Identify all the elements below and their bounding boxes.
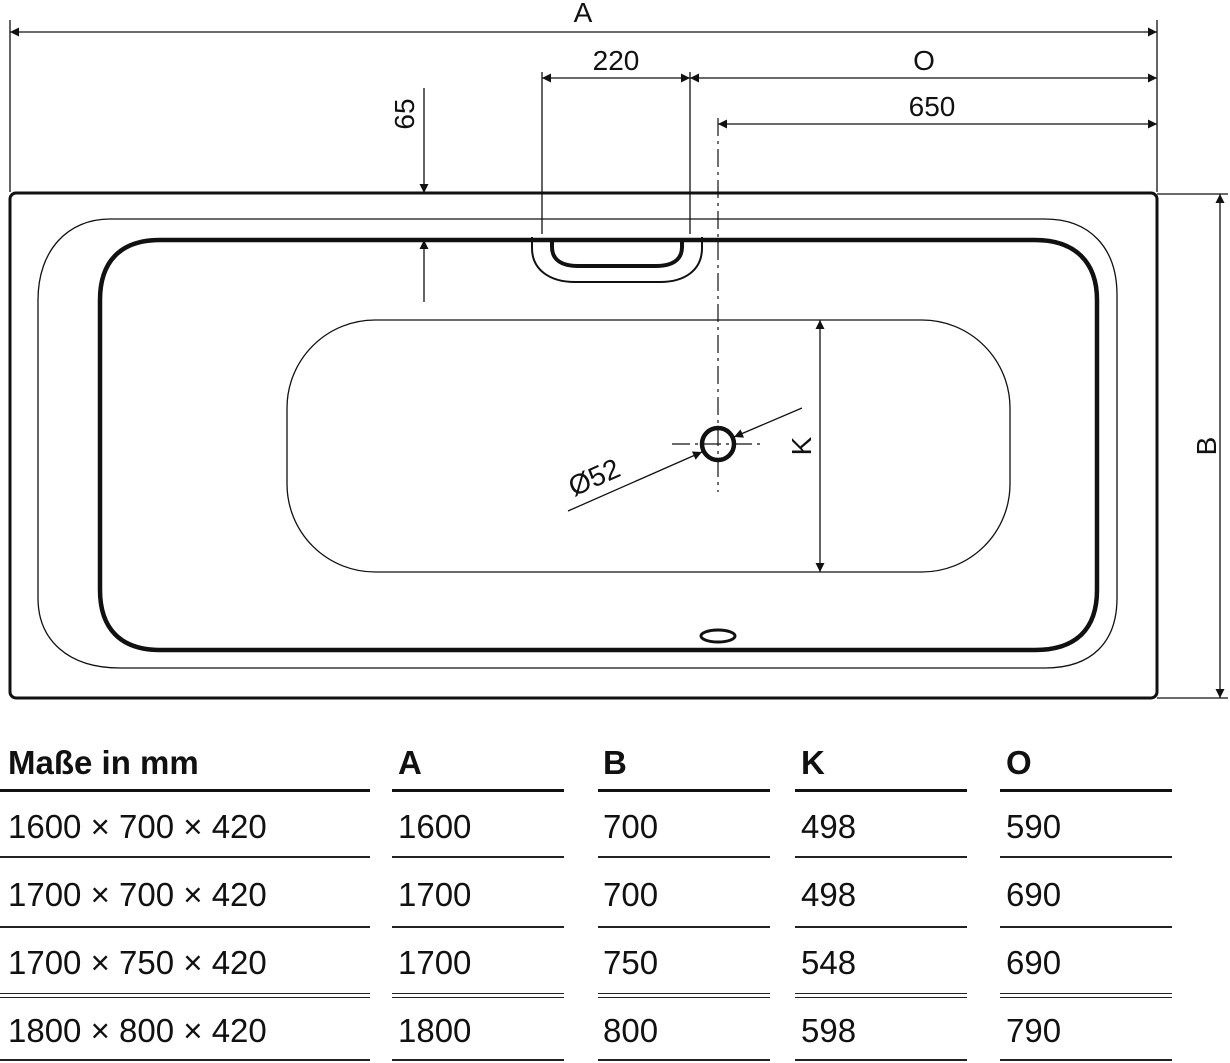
overflow-outlet [699,628,737,644]
table-header-b: B [603,744,627,781]
dimension-label-diameter: Ø52 [564,452,625,502]
leader-diameter-upper [733,407,803,438]
dimension-label-220: 220 [593,45,640,76]
table-row-rule [392,993,564,998]
table-cell: 1700 [398,876,472,913]
table-row-rule [0,856,370,858]
table-row-rule [795,856,967,858]
table-cell: 690 [1006,944,1062,981]
dimension-label-650: 650 [909,91,956,122]
table-header-a: A [398,744,422,781]
table-cell: 700 [603,808,659,845]
tub-bottom-floor [286,319,1011,573]
table-row-rule [1000,1059,1172,1061]
table-header-rule [0,789,370,792]
table-cell: 1700 × 750 × 420 [8,944,267,981]
table-row-rule [0,993,370,998]
tub-outer-curve [37,218,1118,669]
table-cell: 700 [603,876,659,913]
table-row-rule [392,856,564,858]
grip-handle-inner [550,240,684,268]
table-cell: 690 [1006,876,1062,913]
table-cell: 548 [801,944,857,981]
table-header-size: Maße in mm [8,744,199,781]
table-header-rule [795,789,967,792]
table-row-rule [598,993,770,998]
table-row-rule [0,926,370,928]
table-header-rule [392,789,564,792]
table-cell: 1600 × 700 × 420 [8,808,267,845]
table-header-rule [598,789,770,792]
table-row-rule [598,1059,770,1061]
drain-centerlines [672,118,765,492]
dimension-label-a: A [574,0,593,28]
table-cell: 790 [1006,1012,1062,1049]
table-cell: 800 [603,1012,659,1049]
grip-handle-outer [531,237,703,283]
extension-lines [9,20,1228,699]
table-row-rule [795,993,967,998]
table-header-k: K [801,744,825,781]
dimension-label-b: B [1191,437,1222,456]
table-row-rule [392,1059,564,1061]
bathtub-technical-drawing: A 220 O 650 65 B K Ø52 [8,0,1228,700]
table-row-rule [598,926,770,928]
dimension-label-k: K [786,436,817,455]
dimension-table: Maße in mm A B K O 1600 × 700 × 420 1600… [0,738,1230,1063]
table-header-rule [1000,789,1172,792]
bathtub-outline [8,191,1159,700]
table-row-rule [1000,856,1172,858]
dimension-lines [10,27,1225,698]
table-row-rule [795,926,967,928]
table-cell: 1700 × 700 × 420 [8,876,267,913]
table-cell: 498 [801,876,857,913]
tub-inner-basin [97,237,1100,653]
table-row-rule [598,856,770,858]
tub-rim [8,191,1159,700]
table-row-rule [392,926,564,928]
table-header-o: O [1006,744,1032,781]
table-cell: 590 [1006,808,1062,845]
dimension-label-o: O [913,45,935,76]
leader-diameter-lower [567,451,703,512]
table-cell: 598 [801,1012,857,1049]
table-row-rule [0,1059,370,1061]
table-cell: 1700 [398,944,472,981]
dimension-label-65: 65 [389,98,420,129]
table-cell: 1600 [398,808,472,845]
table-cell: 1800 [398,1012,472,1049]
table-row-rule [795,1059,967,1061]
table-row-rule [1000,926,1172,928]
table-cell: 498 [801,808,857,845]
table-cell: 750 [603,944,659,981]
table-row-rule [1000,993,1172,998]
table-cell: 1800 × 800 × 420 [8,1012,267,1049]
